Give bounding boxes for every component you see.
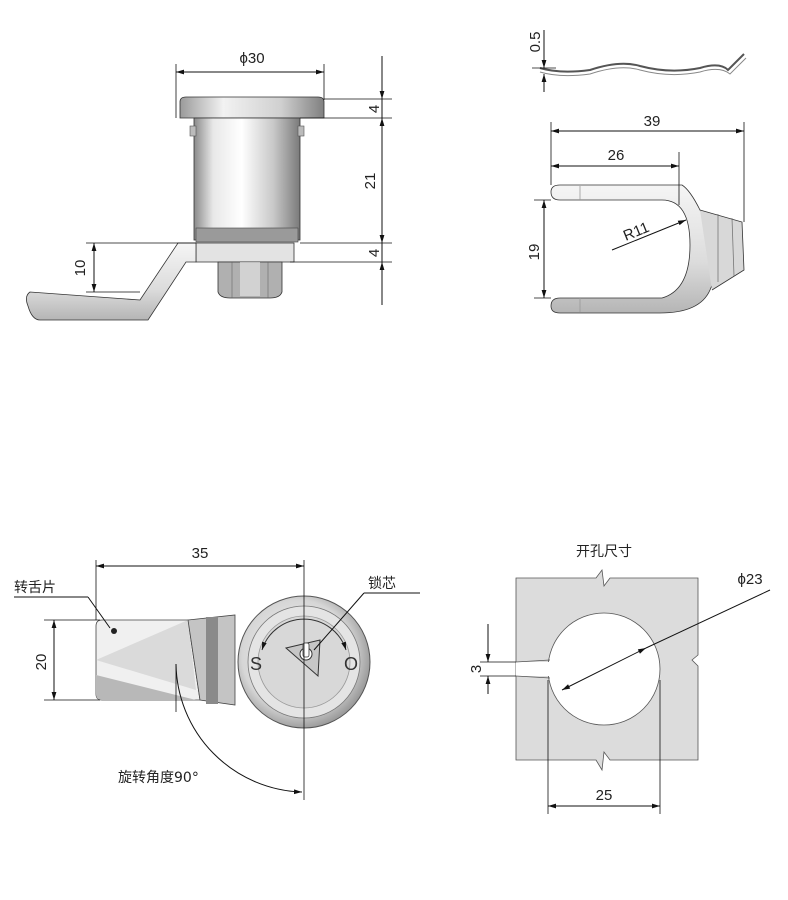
mark-s: S (250, 654, 262, 674)
label-cam-tongue: 转舌片 (14, 580, 56, 596)
dim-diameter-30: ϕ30 (239, 50, 264, 67)
top-view: S O 35 20 转舌片 锁芯 旋转角度90° (14, 545, 420, 800)
dim-length-39: 39 (644, 113, 661, 130)
dim-slot-26: 26 (608, 147, 625, 164)
dim-cam-4: 4 (366, 249, 383, 257)
mark-o: O (344, 654, 358, 674)
dim-width-25: 25 (596, 787, 613, 804)
front-view: ϕ30 4 21 4 10 (26, 50, 392, 321)
dim-offset-10: 10 (72, 260, 89, 277)
cam-arm (26, 242, 197, 321)
dim-flange-4: 4 (366, 105, 383, 113)
dim-height-20: 20 (33, 654, 50, 671)
dim-diameter-23: ϕ23 (737, 571, 762, 588)
cam-plate-view: 0.5 39 26 R11 19 (526, 30, 747, 314)
dim-body-21: 21 (362, 173, 379, 190)
label-lock-core: 锁芯 (368, 576, 396, 592)
lock-body (193, 117, 301, 241)
dim-length-35: 35 (192, 545, 209, 562)
label-rotation: 旋转角度90° (118, 770, 199, 786)
dim-slot-width-19: 19 (526, 244, 543, 261)
dim-key-3: 3 (468, 665, 485, 673)
dim-radius-r11: R11 (621, 219, 652, 245)
dim-thickness-0-5: 0.5 (527, 32, 544, 53)
cutout-title: 开孔尺寸 (576, 544, 632, 560)
fork-plate (550, 184, 718, 314)
cutout-view: 开孔尺寸 ϕ23 3 25 (468, 544, 771, 814)
lock-flange (179, 96, 325, 119)
